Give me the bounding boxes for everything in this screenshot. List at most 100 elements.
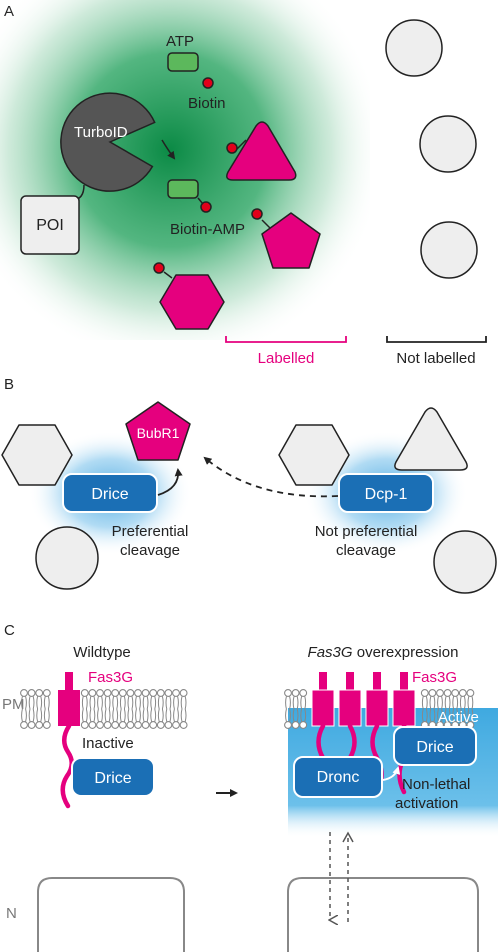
lipid-tail xyxy=(119,696,122,710)
lipid-tail xyxy=(459,708,462,722)
lipid-tail xyxy=(28,696,31,710)
nonlethal-line1: Non-lethal xyxy=(402,776,470,793)
right-membrane xyxy=(284,689,475,729)
lipid-tail xyxy=(93,708,96,722)
lipid-tail xyxy=(21,696,23,710)
lipid-tail xyxy=(292,696,295,710)
atp-block xyxy=(167,52,199,72)
lipid-tail xyxy=(104,696,107,710)
dashed-arrow-up-head xyxy=(342,831,354,843)
labelled-triangle xyxy=(226,121,297,181)
lipid-tail xyxy=(28,708,31,722)
lipid-tail xyxy=(108,696,111,710)
labelled-bracket xyxy=(225,336,347,343)
lipid-tail xyxy=(448,696,451,710)
lipid-tail xyxy=(112,708,115,722)
lipid-head xyxy=(284,721,292,729)
pentagon-biotin-stick xyxy=(261,219,271,229)
lipid-head xyxy=(126,689,135,697)
lipid-tail xyxy=(467,708,470,722)
lipid-tail xyxy=(441,708,443,722)
lipid-tail xyxy=(146,696,149,710)
lipid-tail xyxy=(177,696,179,710)
lipid-tail xyxy=(40,708,43,722)
overexpression-rest: overexpression xyxy=(353,644,459,661)
lipid-tail xyxy=(421,708,424,722)
lipid-tail xyxy=(36,696,39,710)
lipid-head xyxy=(118,721,127,729)
lipid-tail xyxy=(93,696,96,710)
labelled-hexagon xyxy=(159,274,225,330)
lipid-head xyxy=(42,689,51,697)
lipid-tail xyxy=(459,696,462,710)
drice-right-box xyxy=(393,726,477,766)
unlabelled-circle-1 xyxy=(385,19,443,77)
lipid-tail xyxy=(169,696,172,710)
not-labelled-bracket xyxy=(386,336,487,343)
lipid-head xyxy=(436,689,444,697)
atp-label: ATP xyxy=(166,33,194,50)
lipid-head xyxy=(420,689,429,697)
lipid-head xyxy=(428,689,437,697)
lipid-tail xyxy=(25,708,27,722)
nucleus-label: N xyxy=(6,905,17,922)
lipid-tail xyxy=(463,708,466,722)
lipid-tail xyxy=(85,708,88,722)
lipid-tail xyxy=(471,708,474,722)
lipid-head xyxy=(179,721,188,729)
lipid-tail xyxy=(135,696,137,710)
lipid-tail xyxy=(184,708,187,722)
fas3g-transmembrane xyxy=(338,689,362,727)
lipid-tail xyxy=(161,708,164,722)
drice-box xyxy=(62,473,158,513)
lipid-head xyxy=(134,721,142,729)
lipid-head xyxy=(134,689,142,697)
lipid-tail xyxy=(123,708,126,722)
lipid-tail xyxy=(123,696,126,710)
lipid-head xyxy=(80,689,89,697)
left-membrane xyxy=(20,689,188,729)
inactive-label: Inactive xyxy=(82,735,134,752)
lipid-tail xyxy=(101,696,103,710)
lipid-tail xyxy=(169,708,172,722)
biotin-amp-dot xyxy=(200,201,212,213)
lipid-tail xyxy=(173,696,175,710)
lipid-tail xyxy=(429,708,432,722)
lipid-head xyxy=(96,721,104,729)
lipid-tail xyxy=(296,708,299,722)
lipid-head xyxy=(291,721,300,729)
panel-b-letter: B xyxy=(4,376,14,393)
active-label: Active xyxy=(438,709,479,726)
lipid-tail xyxy=(139,708,141,722)
lipid-head xyxy=(149,721,158,729)
hexagon-biotin-stick xyxy=(163,271,173,279)
lipid-tail xyxy=(154,708,157,722)
lipid-tail xyxy=(40,696,43,710)
lipid-tail xyxy=(180,696,183,710)
lipid-tail xyxy=(177,708,179,722)
not-labelled-label: Not labelled xyxy=(396,350,475,367)
lipid-tail xyxy=(285,708,287,722)
lipid-tail xyxy=(425,696,428,710)
lipid-tail xyxy=(32,696,35,710)
biotin-amp-block xyxy=(167,179,199,199)
unlabelled-circle-2 xyxy=(419,115,477,173)
lipid-head xyxy=(35,689,44,697)
lipid-tail xyxy=(135,708,137,722)
lipid-head xyxy=(179,689,188,697)
hexagon-biotin-dot xyxy=(153,262,165,274)
lipid-head xyxy=(35,721,44,729)
lipid-tail xyxy=(43,696,46,710)
lipid-tail xyxy=(89,696,92,710)
lipid-head xyxy=(111,721,120,729)
lipid-tail xyxy=(437,696,439,710)
triangle-biotin-dot xyxy=(226,142,238,154)
lipid-tail xyxy=(429,696,432,710)
lipid-tail xyxy=(150,696,153,710)
lipid-head xyxy=(172,721,180,729)
lipid-head xyxy=(466,689,475,697)
lipid-tail xyxy=(452,696,455,710)
lipid-head xyxy=(443,689,452,697)
lipid-tail xyxy=(157,696,160,710)
lipid-tail xyxy=(116,696,119,710)
